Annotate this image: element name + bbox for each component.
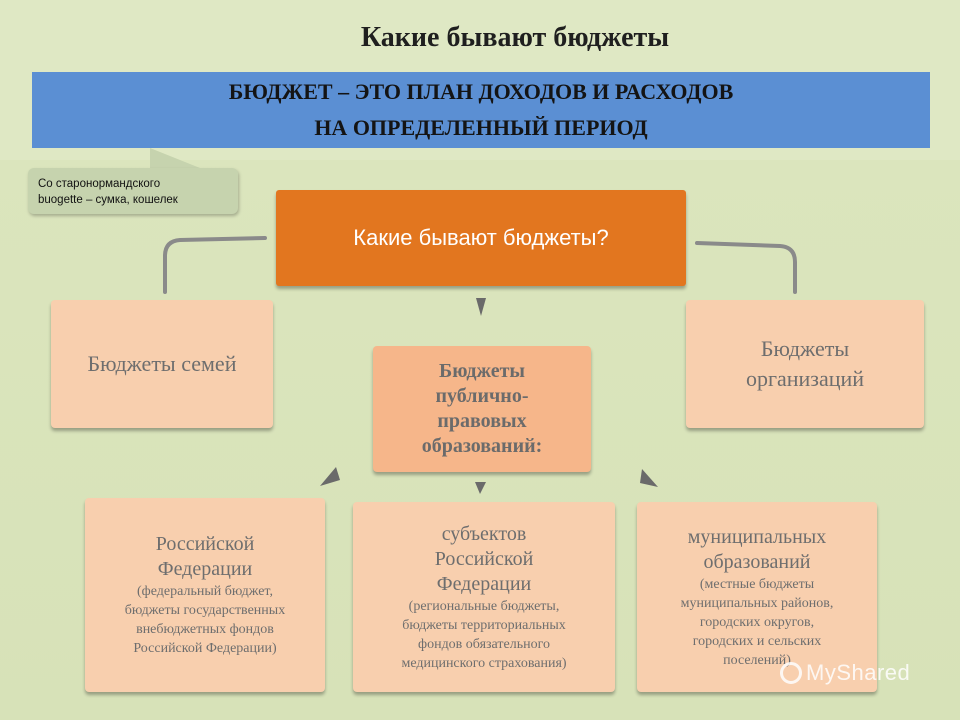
definition-line-1: БЮДЖЕТ – ЭТО ПЛАН ДОХОДОВ И РАСХОДОВ (228, 79, 734, 104)
municipal-budgets-sub-5: поселений) (723, 652, 791, 668)
public-budgets-line-4: образований: (421, 435, 543, 457)
municipal-budgets-head-1: муниципальных (687, 525, 827, 548)
definition-banner: БЮДЖЕТ – ЭТО ПЛАН ДОХОДОВ И РАСХОДОВ НА … (32, 72, 930, 148)
subject-budgets-head-2: Российской (434, 547, 534, 570)
municipal-budgets-box: муниципальных образований (местные бюдже… (637, 502, 877, 692)
rf-budgets-sub-3: внебюджетных фондов (136, 622, 274, 637)
org-budgets-box: Бюджеты организаций (686, 300, 924, 428)
rf-budgets-sub-4: Российской Федерации) (133, 641, 277, 656)
subject-budgets-sub-1: (региональные бюджеты, (408, 598, 560, 614)
rf-budgets-sub-2: бюджеты государственных (124, 603, 286, 618)
municipal-budgets-sub-2: муниципальных районов, (680, 595, 834, 611)
rf-budgets-box: Российской Федерации (федеральный бюджет… (85, 498, 325, 692)
page-title: Какие бывают бюджеты (360, 22, 670, 53)
family-budgets-box: Бюджеты семей (51, 300, 273, 428)
public-budgets-line-1: Бюджеты (438, 360, 526, 382)
watermark-text: MyShared (806, 660, 911, 685)
callout-tail (150, 148, 205, 170)
etymology-callout: Со старонормандского buogette – сумка, к… (28, 168, 238, 214)
public-budgets-box: Бюджеты публично- правовых образований: (373, 346, 591, 472)
public-budgets-line-2: публично- (435, 385, 529, 407)
rf-budgets-head-2: Федерации (157, 558, 253, 580)
rf-budgets-sub-1: (федеральный бюджет, (137, 584, 273, 599)
central-question-text: Какие бывают бюджеты? (353, 225, 609, 250)
myshared-logo-icon (780, 662, 802, 684)
central-question-box: Какие бывают бюджеты? (276, 190, 686, 286)
callout-line-2: buogette – сумка, кошелек (38, 194, 178, 206)
watermark: MyShared (780, 660, 910, 686)
municipal-budgets-sub-4: городских и сельских (692, 633, 822, 649)
subject-budgets-head-3: Федерации (436, 572, 532, 595)
public-budgets-line-3: правовых (437, 410, 527, 432)
family-budgets-text: Бюджеты семей (87, 351, 237, 376)
municipal-budgets-sub-3: городских округов, (699, 614, 815, 630)
definition-line-2: НА ОПРЕДЕЛЕННЫЙ ПЕРИОД (314, 115, 648, 140)
org-budgets-line-2: организаций (745, 366, 865, 391)
municipal-budgets-sub-1: (местные бюджеты (699, 576, 815, 592)
arrow-right-diagonal (640, 469, 658, 487)
arrow-down-center-bottom (475, 482, 486, 494)
arrow-down-center-top (476, 298, 486, 316)
municipal-budgets-head-2: образований (703, 550, 811, 573)
subject-budgets-sub-3: фондов обязательного (418, 636, 550, 652)
callout-line-1: Со старонормандского (38, 178, 161, 190)
subject-budgets-sub-4: медицинского страхования) (401, 655, 567, 671)
rf-budgets-head-1: Российской (155, 533, 255, 555)
connector-left (163, 236, 267, 294)
org-budgets-line-1: Бюджеты (760, 336, 850, 361)
arrow-left-diagonal (320, 467, 340, 486)
subject-budgets-sub-2: бюджеты территориальных (402, 617, 566, 633)
connector-right (695, 241, 797, 294)
subject-budgets-head-1: субъектов (441, 522, 527, 545)
subject-budgets-box: субъектов Российской Федерации (регионал… (353, 502, 615, 692)
